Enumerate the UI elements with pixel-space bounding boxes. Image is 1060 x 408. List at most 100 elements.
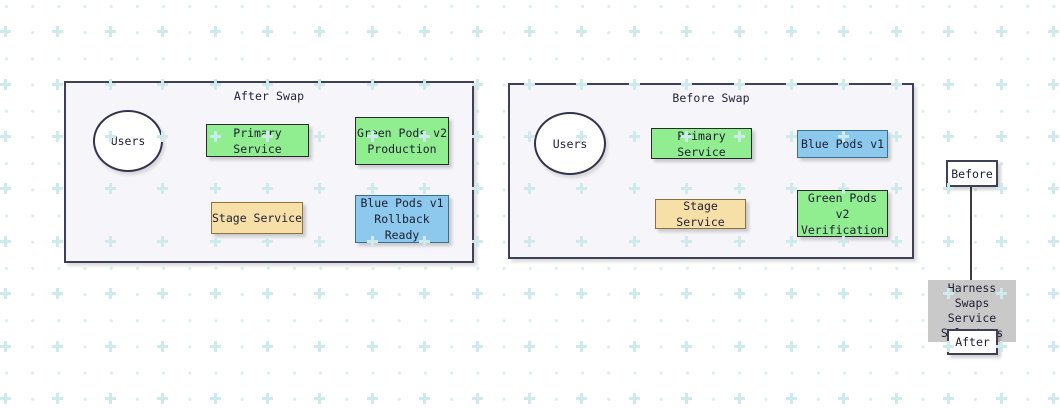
grid-plus-mark [995,78,1007,90]
grid-plus-mark [890,393,902,404]
node-primary-service-before[interactable]: Primary Service [651,128,752,159]
grid-plus-mark [52,78,64,90]
grid-plus-mark [157,393,169,404]
grid-plus-mark [995,26,1007,38]
grid-plus-mark [419,340,431,352]
grid-plus-mark [157,26,169,38]
grid-plus-mark [314,26,326,38]
grid-plus-mark [1048,183,1059,195]
node-before[interactable]: Before [946,160,998,187]
node-label: Primary Service [677,128,726,159]
grid-plus-mark [995,235,1007,247]
node-label: Green Pods v2 Production [356,126,447,156]
grid-plus-mark [524,288,535,300]
grid-plus-mark [0,26,11,38]
grid-plus-mark [52,393,64,404]
grid-plus-mark [262,288,273,300]
node-after[interactable]: After [947,329,998,355]
grid-plus-mark [157,340,169,352]
grid-plus-mark [786,393,797,404]
grid-plus-mark [733,393,745,404]
node-users-after[interactable]: Users [93,110,163,172]
grid-plus-mark [890,340,902,352]
grid-plus-mark [0,183,11,195]
grid-plus-mark [1048,235,1059,247]
grid-plus-mark [681,393,693,404]
grid-plus-mark [1048,340,1059,352]
grid-plus-mark [576,26,588,38]
grid-plus-mark [838,288,850,300]
grid-plus-mark [681,26,693,38]
grid-plus-mark [52,340,64,352]
grid-plus-mark [471,26,483,38]
grid-plus-mark [209,340,221,352]
grid-plus-mark [628,288,640,300]
grid-plus-mark [366,26,378,38]
node-label: Users [552,136,588,151]
node-label: Green Pods v2 Verification [800,190,885,237]
grid-plus-mark [104,288,116,300]
grid-plus-mark [0,393,11,404]
grid-plus-mark [943,235,955,247]
grid-plus-mark [52,26,64,38]
node-label: After [955,335,990,349]
grid-plus-mark [1048,26,1059,38]
node-label: Before [951,166,993,181]
grid-plus-mark [0,78,11,90]
grid-plus-mark [786,340,797,352]
grid-plus-mark [419,288,431,300]
grid-plus-mark [576,393,588,404]
node-label: Blue Pods v1 [800,137,885,151]
grid-plus-mark [1048,78,1059,90]
grid-plus-mark [628,393,640,404]
grid-plus-mark [1048,393,1059,404]
grid-plus-mark [52,235,64,247]
grid-plus-mark [943,393,955,404]
grid-plus-mark [314,340,326,352]
node-green-pods-v2-production[interactable]: Green Pods v2 Production [355,117,449,165]
grid-plus-mark [104,393,116,404]
grid-plus-mark [733,288,745,300]
grid-plus-mark [419,393,431,404]
grid-plus-mark [1048,288,1059,300]
grid-plus-mark [995,131,1007,142]
grid-plus-mark [524,26,535,38]
node-blue-pods-v1-rollback-ready[interactable]: Blue Pods v1 Rollback Ready [355,195,449,243]
grid-plus-mark [628,340,640,352]
grid-plus-mark [786,288,797,300]
grid-plus-mark [838,393,850,404]
node-label: Stage Service [212,211,303,225]
grid-plus-mark [890,288,902,300]
grid-plus-mark [52,183,64,195]
grid-plus-mark [0,288,11,300]
node-stage-service-before[interactable]: Stage Service [655,199,746,229]
cluster-title-after-swap: After Swap [233,89,305,103]
grid-plus-mark [733,340,745,352]
grid-plus-mark [576,340,588,352]
node-blue-pods-v1[interactable]: Blue Pods v1 [797,130,888,158]
node-label: Primary Service [233,125,282,156]
grid-plus-mark [366,340,378,352]
grid-plus-mark [890,26,902,38]
node-primary-service-after[interactable]: Primary Service [206,124,309,157]
grid-plus-mark [52,131,64,142]
grid-plus-mark [314,288,326,300]
grid-plus-mark [838,26,850,38]
node-green-pods-v2-verification[interactable]: Green Pods v2 Verification [797,190,888,237]
grid-plus-mark [1048,131,1059,142]
grid-plus-mark [262,26,273,38]
grid-plus-mark [0,235,11,247]
grid-plus-mark [262,340,273,352]
grid-plus-mark [786,26,797,38]
grid-plus-mark [209,393,221,404]
node-users-before[interactable]: Users [534,112,606,175]
node-stage-service-after[interactable]: Stage Service [211,202,303,234]
grid-plus-mark [0,340,11,352]
cluster-title-before-swap: Before Swap [672,91,750,105]
grid-plus-mark [838,340,850,352]
grid-plus-mark [52,288,64,300]
grid-plus-mark [104,26,116,38]
grid-plus-mark [0,131,11,142]
grid-plus-mark [209,26,221,38]
